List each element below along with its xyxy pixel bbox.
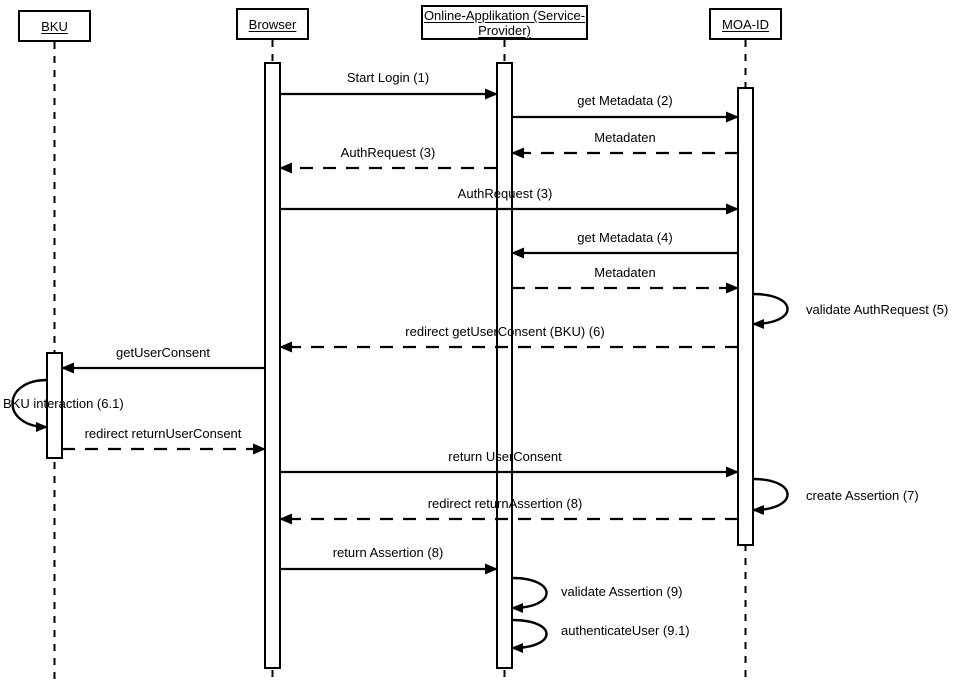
message-label: Metadaten: [594, 265, 656, 280]
message-label: AuthRequest (3): [340, 145, 436, 160]
message-label: redirect getUserConsent (BKU) (6): [405, 324, 605, 339]
lifeline-header-label: BKU: [41, 18, 68, 34]
self-message-arrow-moaid: [752, 477, 789, 515]
self-message-label: authenticateUser (9.1): [561, 623, 690, 638]
message-label: getUserConsent: [116, 345, 210, 360]
lifeline-header-label: Browser: [248, 16, 297, 32]
self-message-arrow-bku: [11, 378, 48, 432]
activation-bars: [46, 62, 754, 669]
self-message-label: create Assertion (7): [806, 488, 919, 503]
lifeline-header-moaid[interactable]: MOA-ID: [709, 8, 782, 40]
self-message-arrow-oa: [511, 576, 548, 613]
message-label: get Metadata (4): [577, 230, 673, 245]
message-label: get Metadata (2): [577, 93, 673, 108]
activation-bar-oa: [496, 62, 513, 669]
message-label: return UserConsent: [448, 449, 562, 464]
message-label: redirect returnAssertion (8): [427, 496, 583, 511]
self-message-arrow-moaid: [752, 292, 789, 329]
message-label: Metadaten: [594, 130, 656, 145]
lifeline-header-label: MOA-ID: [722, 16, 769, 32]
lifeline-header-bku[interactable]: BKU: [18, 10, 91, 42]
lifeline-header-browser[interactable]: Browser: [236, 8, 309, 40]
message-label: redirect returnUserConsent: [84, 426, 242, 441]
activation-bar-browser: [264, 62, 281, 669]
self-message-label: validate Assertion (9): [561, 584, 683, 599]
message-label: return Assertion (8): [332, 545, 444, 560]
self-message-label: BKU interaction (6.1): [3, 396, 124, 411]
lifeline-header-oa[interactable]: Online-Applikation (Service-Provider): [421, 5, 588, 40]
activation-bar-moaid: [737, 87, 754, 546]
self-message-arrows: [11, 292, 789, 653]
message-arrows: [61, 88, 739, 575]
message-label: Start Login (1): [346, 70, 430, 85]
self-message-arrow-oa: [511, 618, 548, 653]
self-message-label: validate AuthRequest (5): [806, 302, 949, 317]
lifeline-header-label: Online-Applikation (Service-Provider): [423, 7, 586, 38]
message-label: AuthRequest (3): [457, 186, 553, 201]
activation-bar-bku: [46, 352, 63, 459]
